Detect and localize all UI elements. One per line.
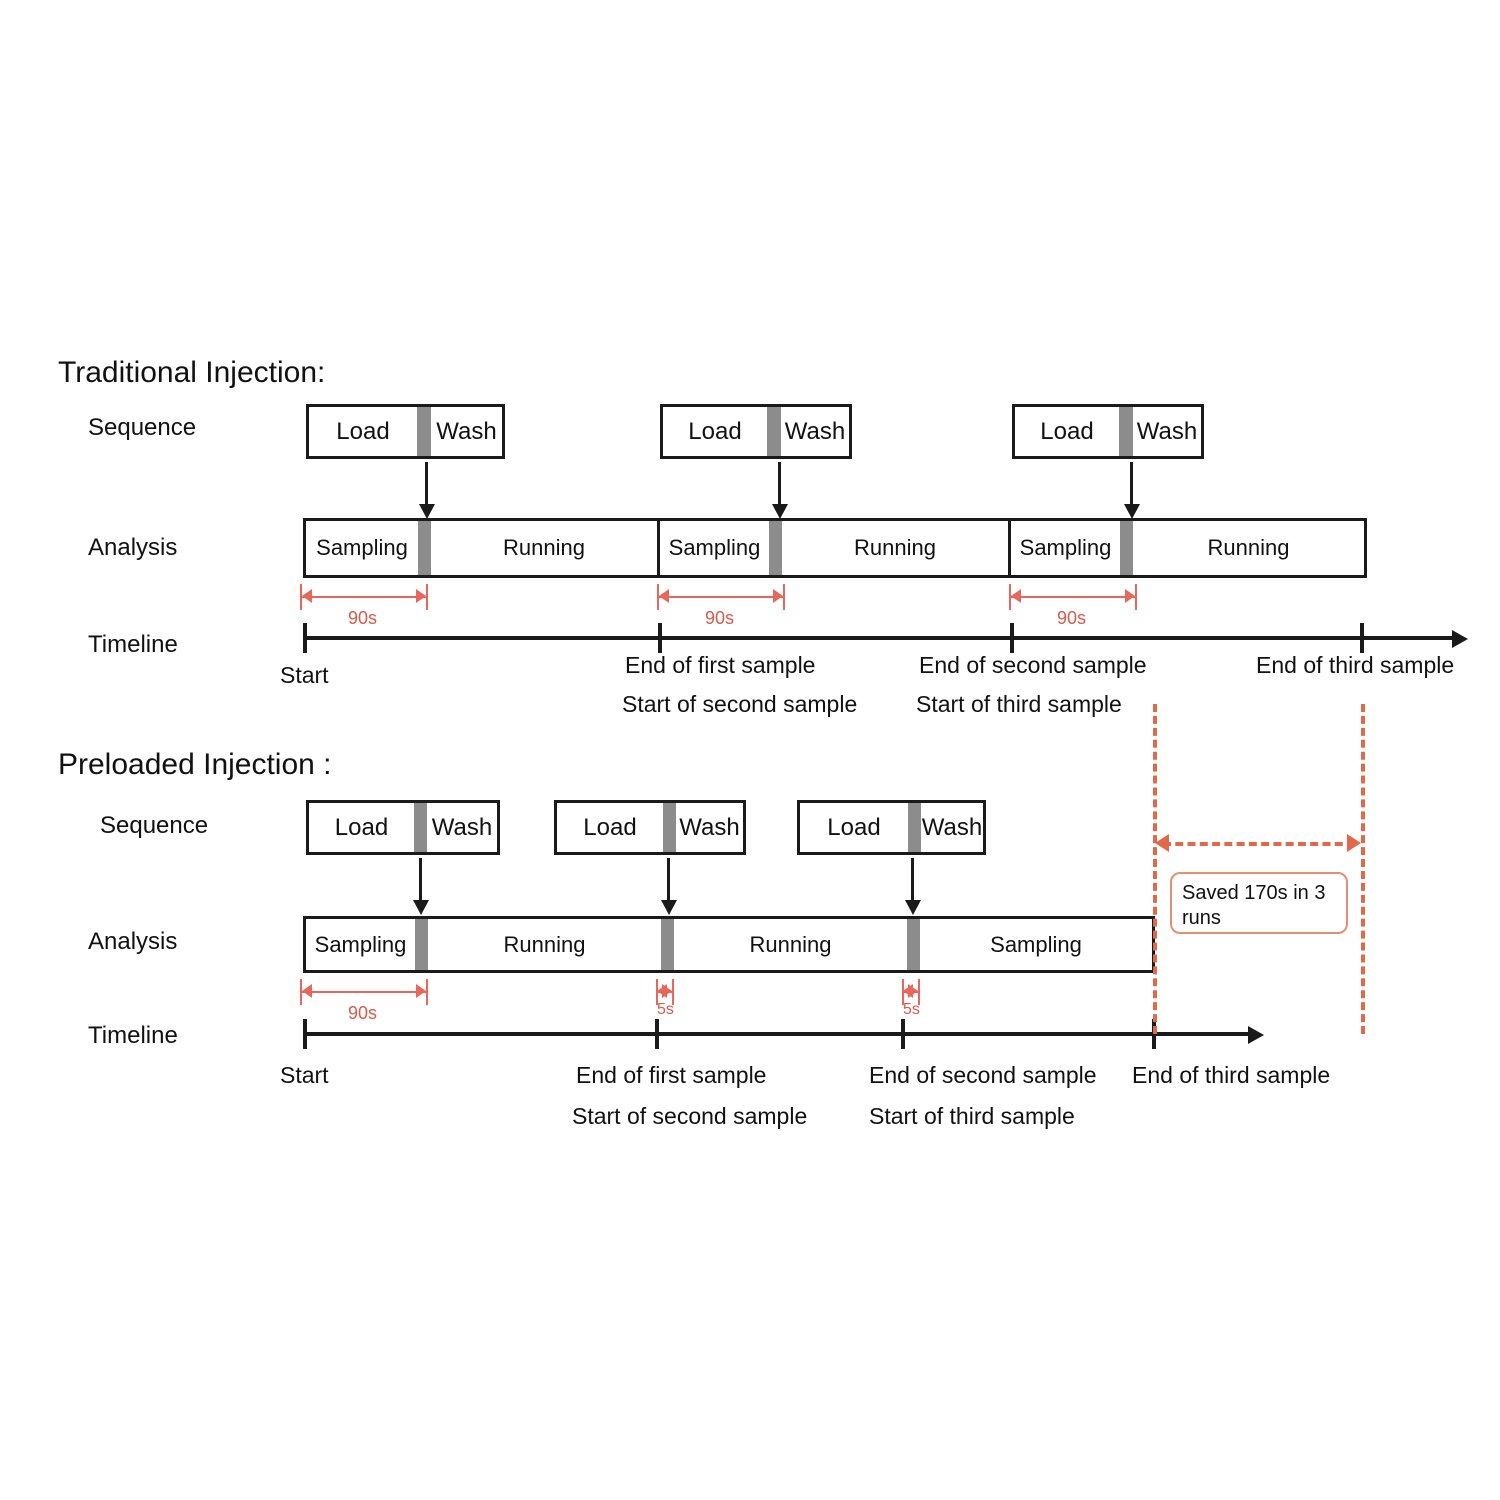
preloaded-timeline-row-label: Timeline — [88, 1022, 178, 1049]
preloaded-drop-arrow-2 — [661, 858, 677, 915]
traditional-drop-arrow-1 — [419, 462, 435, 519]
wash-cell: Wash — [1136, 417, 1198, 445]
traditional-duration-1: 90s — [300, 582, 432, 628]
analysis-running-1: Running — [503, 931, 586, 957]
load-wash-divider — [414, 803, 427, 852]
saved-dashed-line-right — [1361, 704, 1365, 1034]
saved-dashed-line-left — [1153, 704, 1157, 1034]
preloaded-section-title: Preloaded Injection : — [58, 748, 332, 781]
load-wash-divider — [1119, 407, 1133, 456]
wash-cell: Wash — [921, 813, 983, 841]
load-cell: Load — [336, 417, 390, 445]
analysis-running-3: Running — [1207, 535, 1290, 560]
traditional-sequence-box-3[interactable]: Load Wash — [1012, 404, 1204, 459]
traditional-analysis-bar[interactable]: Sampling Running Sampling Running Sampli… — [303, 518, 1367, 578]
preloaded-tl-start-second: Start of second sample — [572, 1103, 808, 1129]
load-wash-divider — [908, 803, 921, 852]
traditional-tl-start-second: Start of second sample — [622, 691, 858, 717]
preloaded-drop-arrow-3 — [905, 858, 921, 915]
preloaded-analysis-row-label: Analysis — [88, 928, 178, 955]
traditional-drop-arrow-2 — [772, 462, 788, 519]
load-wash-divider — [663, 803, 676, 852]
traditional-duration-3: 90s — [1009, 582, 1141, 628]
traditional-drop-arrow-3 — [1124, 462, 1140, 519]
traditional-tl-end-second: End of second sample — [919, 652, 1147, 678]
traditional-sequence-row-label: Sequence — [88, 414, 197, 441]
analysis-sampling-1: Sampling — [314, 931, 407, 957]
analysis-running-2: Running — [854, 535, 936, 560]
analysis-running-1: Running — [503, 535, 585, 560]
preloaded-tl-start: Start — [280, 1062, 329, 1088]
duration-label: 90s — [705, 608, 735, 628]
saved-span-arrow — [1155, 834, 1363, 852]
traditional-tl-start-third: Start of third sample — [916, 691, 1122, 717]
preloaded-duration-2: 5s — [656, 977, 678, 1018]
load-cell: Load — [827, 813, 881, 841]
analysis-sampling-2: Sampling — [657, 521, 769, 575]
saved-time-note: Saved 170s in 3 runs — [1170, 872, 1348, 934]
preloaded-drop-arrow-1 — [413, 858, 429, 915]
analysis-sampling-3: Sampling — [1008, 521, 1120, 575]
traditional-section-title: Traditional Injection: — [58, 356, 326, 389]
wash-cell: Wash — [784, 417, 846, 445]
traditional-timeline-row-label: Timeline — [88, 631, 178, 658]
traditional-sequence-box-2[interactable]: Load Wash — [660, 404, 852, 459]
preloaded-tl-end-second: End of second sample — [869, 1062, 1097, 1088]
duration-label: 5s — [903, 1001, 920, 1018]
analysis-running-2: Running — [749, 931, 832, 957]
wash-cell: Wash — [431, 813, 493, 841]
analysis-sampling-1: Sampling — [316, 535, 408, 560]
preloaded-analysis-bar[interactable]: Sampling Running Running Sampling — [303, 916, 1155, 973]
traditional-analysis-row-label: Analysis — [88, 534, 178, 561]
preloaded-sequence-box-2[interactable]: Load Wash — [554, 800, 746, 855]
traditional-sequence-box-1[interactable]: Load Wash — [306, 404, 505, 459]
preloaded-sequence-row-label: Sequence — [100, 812, 209, 839]
load-wash-divider — [417, 407, 431, 456]
preloaded-tl-start-third: Start of third sample — [869, 1103, 1075, 1129]
load-wash-divider — [767, 407, 781, 456]
injection-marker-1 — [418, 521, 431, 575]
injection-marker-3 — [907, 919, 920, 970]
preloaded-duration-3: 5s — [902, 977, 924, 1018]
injection-marker-2 — [769, 521, 782, 575]
preloaded-tl-end-third: End of third sample — [1132, 1062, 1331, 1088]
traditional-tl-end-first: End of first sample — [625, 652, 816, 678]
duration-label: 5s — [657, 1001, 674, 1018]
preloaded-sequence-box-3[interactable]: Load Wash — [797, 800, 986, 855]
traditional-duration-2: 90s — [657, 582, 789, 628]
analysis-sampling-2: Sampling — [990, 931, 1082, 957]
load-cell: Load — [1040, 417, 1094, 445]
load-cell: Load — [583, 813, 637, 841]
preloaded-sequence-box-1[interactable]: Load Wash — [306, 800, 500, 855]
traditional-tl-end-third: End of third sample — [1256, 652, 1455, 678]
load-cell: Load — [334, 813, 389, 841]
wash-cell: Wash — [679, 813, 740, 841]
load-cell: Load — [688, 417, 742, 445]
injection-marker-1 — [415, 919, 428, 970]
duration-label: 90s — [1057, 608, 1087, 628]
traditional-tl-start: Start — [280, 662, 329, 688]
duration-label: 90s — [348, 1003, 378, 1023]
preloaded-tl-end-first: End of first sample — [576, 1062, 767, 1088]
wash-cell: Wash — [436, 417, 497, 445]
injection-marker-3 — [1120, 521, 1133, 575]
duration-label: 90s — [348, 608, 378, 628]
injection-marker-2 — [661, 919, 674, 970]
preloaded-duration-1: 90s — [300, 977, 432, 1023]
